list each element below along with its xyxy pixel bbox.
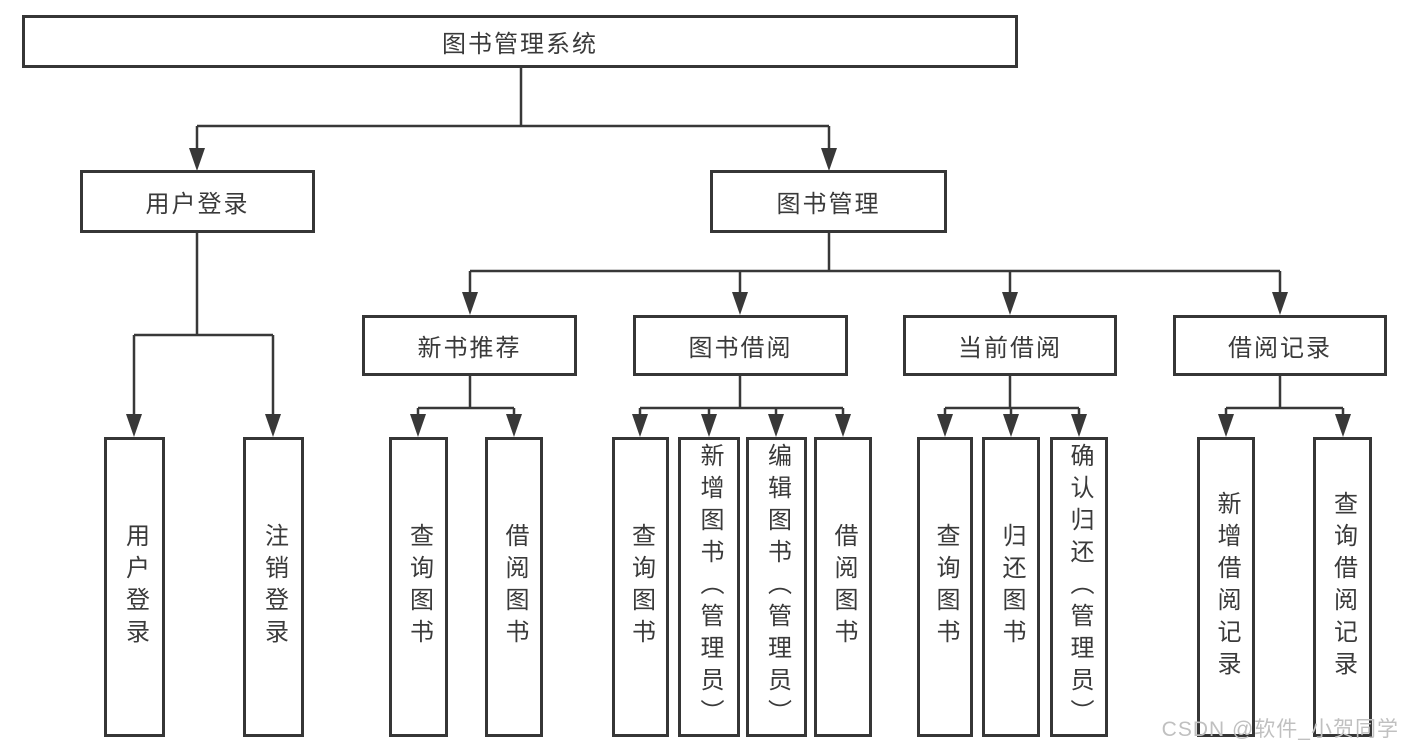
leaf-query-books-borrowing: 查询图书 bbox=[612, 437, 669, 737]
leaf-borrow-books-recommend: 借阅图书 bbox=[485, 437, 543, 737]
connector-records-to-leaves bbox=[1224, 376, 1345, 422]
node-user-login: 用户登录 bbox=[80, 170, 315, 233]
connector-root-to-level2 bbox=[195, 68, 831, 152]
leaf-edit-books-admin: 编辑图书（管理员） bbox=[746, 437, 807, 737]
node-book-management: 图书管理 bbox=[710, 170, 947, 233]
connector-borrow-to-leaves bbox=[638, 376, 845, 422]
leaf-borrow-books: 借阅图书 bbox=[814, 437, 872, 737]
leaf-add-borrow-record: 新增借阅记录 bbox=[1197, 437, 1255, 737]
leaf-return-books: 归还图书 bbox=[982, 437, 1040, 737]
leaf-user-login: 用户登录 bbox=[104, 437, 165, 737]
connector-userlogin-to-leaves bbox=[132, 233, 275, 420]
node-new-book-recommend: 新书推荐 bbox=[362, 315, 577, 376]
node-book-borrowing: 图书借阅 bbox=[633, 315, 848, 376]
watermark: CSDN @软件_小贺同学 bbox=[1161, 718, 1399, 741]
leaf-query-books-recommend: 查询图书 bbox=[389, 437, 448, 737]
leaf-query-books-current: 查询图书 bbox=[917, 437, 973, 737]
connector-newbook-to-leaves bbox=[416, 376, 516, 422]
node-system-root: 图书管理系统 bbox=[22, 15, 1018, 68]
connector-bookmgmt-to-level3 bbox=[468, 233, 1282, 298]
leaf-confirm-return-admin: 确认归还（管理员） bbox=[1050, 437, 1108, 737]
node-borrowing-records: 借阅记录 bbox=[1173, 315, 1387, 376]
leaf-add-books-admin: 新增图书（管理员） bbox=[678, 437, 740, 737]
node-current-borrowing: 当前借阅 bbox=[903, 315, 1117, 376]
leaf-query-borrow-record: 查询借阅记录 bbox=[1313, 437, 1372, 737]
leaf-logout: 注销登录 bbox=[243, 437, 304, 737]
arrowheads bbox=[126, 148, 1351, 437]
